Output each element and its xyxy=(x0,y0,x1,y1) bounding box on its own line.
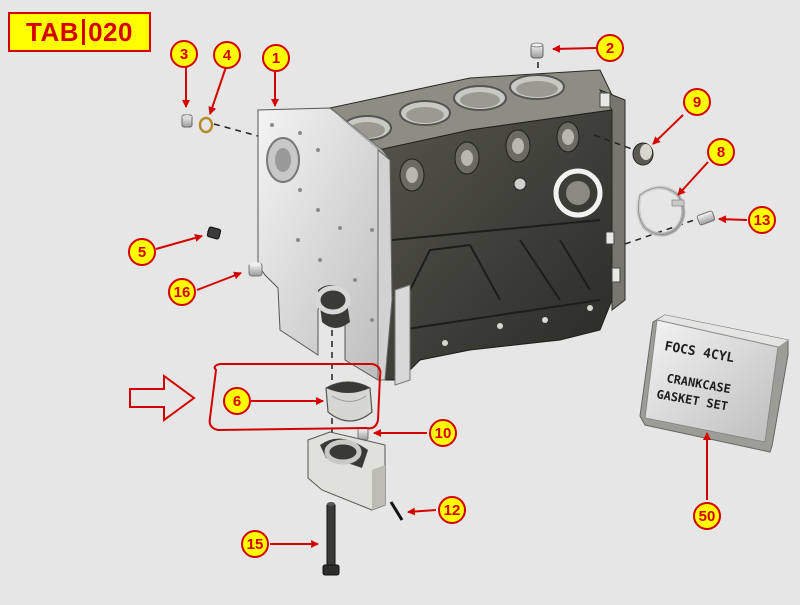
callout-6: 6 xyxy=(223,387,251,415)
part-15-bolt xyxy=(322,502,340,576)
callout-8: 8 xyxy=(707,138,735,166)
callout-4: 4 xyxy=(213,41,241,69)
pointer-arrow xyxy=(129,374,196,422)
callout-9: 9 xyxy=(683,88,711,116)
part-2-dowel xyxy=(530,42,544,59)
callout-5: 5 xyxy=(128,238,156,266)
part-3-screw xyxy=(181,114,193,128)
callout-10: 10 xyxy=(429,419,457,447)
part-4-washer xyxy=(198,116,214,134)
part-16-sleeve xyxy=(248,262,263,277)
gasket-set-plate: FOCS 4CYL CRANKCASE GASKET SET xyxy=(639,314,789,453)
highlight-frame xyxy=(208,363,382,432)
part-12-pin xyxy=(389,501,404,521)
part-10-pin xyxy=(357,427,369,441)
tab-label-number: 020 xyxy=(88,16,133,47)
callout-16: 16 xyxy=(168,278,196,306)
callout-2: 2 xyxy=(596,34,624,62)
tab-label-separator xyxy=(82,19,86,45)
part-13-bolt xyxy=(696,210,716,226)
cylinder-bores xyxy=(342,74,565,141)
callout-1: 1 xyxy=(262,44,290,72)
callout-12: 12 xyxy=(438,496,466,524)
tab-label: TAB 020 xyxy=(8,12,151,52)
callout-13: 13 xyxy=(748,206,776,234)
callout-50: 50 xyxy=(693,502,721,530)
callout-15: 15 xyxy=(241,530,269,558)
part-9-plug xyxy=(632,142,654,166)
leader-arrows xyxy=(155,44,748,548)
part-5-stud xyxy=(206,226,222,240)
callout-3: 3 xyxy=(170,40,198,68)
engine-block xyxy=(257,69,626,386)
part-8-gasket xyxy=(636,185,686,237)
bearing-cap xyxy=(307,431,386,511)
tab-label-prefix: TAB xyxy=(26,16,80,47)
part-6-bearing xyxy=(325,381,373,422)
